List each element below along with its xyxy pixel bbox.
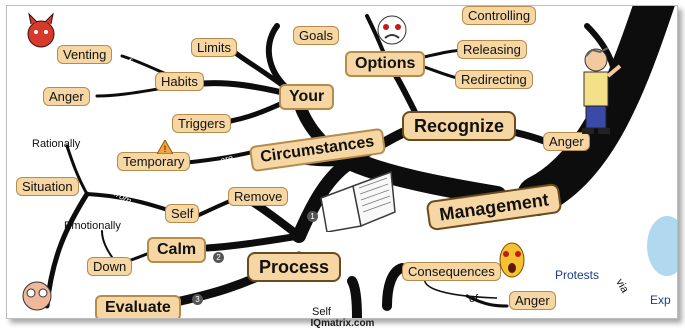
angry-man-icon	[582, 47, 622, 134]
node-anger-right: Anger	[543, 132, 590, 151]
node-self-bottom: Self	[312, 306, 331, 318]
old-man-icon	[22, 281, 52, 311]
node-habits: Habits	[155, 72, 204, 91]
node-venting: Venting	[57, 45, 113, 64]
node-releasing: Releasing	[457, 40, 527, 59]
book-icon	[320, 170, 396, 232]
node-your: Your	[279, 84, 335, 110]
node-protests: Protests	[552, 268, 603, 282]
node-anger-bottom: Anger	[509, 291, 556, 310]
node-triggers: Triggers	[172, 114, 232, 133]
node-redirecting: Redirecting	[455, 70, 533, 89]
node-situation: Situation	[16, 177, 79, 196]
shocked-face-icon	[499, 242, 525, 278]
step-3-badge: 3	[192, 294, 203, 305]
node-options: Options	[345, 51, 426, 77]
node-temporary: Temporary	[117, 152, 191, 171]
node-limits: Limits	[191, 38, 237, 57]
node-of: of	[469, 293, 479, 305]
node-anger-left: Anger	[43, 87, 90, 106]
step-2-badge: 2	[213, 252, 224, 263]
node-emotionally: Emotionally	[64, 220, 121, 232]
angry-face-icon	[377, 15, 407, 45]
node-controlling: Controlling	[462, 6, 537, 25]
node-rationally: Rationally	[32, 138, 81, 150]
devil-icon	[27, 12, 55, 48]
step-1-badge: 1	[307, 211, 318, 222]
node-consequences: Consequences	[402, 262, 501, 281]
mind-map-frame: Controlling Goals Limits Venting Anger H…	[6, 5, 678, 319]
node-recognize: Recognize	[402, 111, 517, 141]
warning-icon: !	[157, 140, 173, 154]
node-expr: Exp	[647, 293, 674, 307]
node-down: Down	[87, 257, 133, 276]
node-remove: Remove	[228, 187, 289, 206]
node-self: Self	[165, 204, 200, 223]
footer-brand: IQmatrix.com	[310, 318, 375, 329]
node-calm: Calm	[147, 237, 207, 263]
node-evaluate: Evaluate	[95, 295, 181, 318]
svg-text:!: !	[164, 144, 167, 154]
node-goals: Goals	[293, 26, 339, 45]
node-process: Process	[247, 252, 342, 282]
